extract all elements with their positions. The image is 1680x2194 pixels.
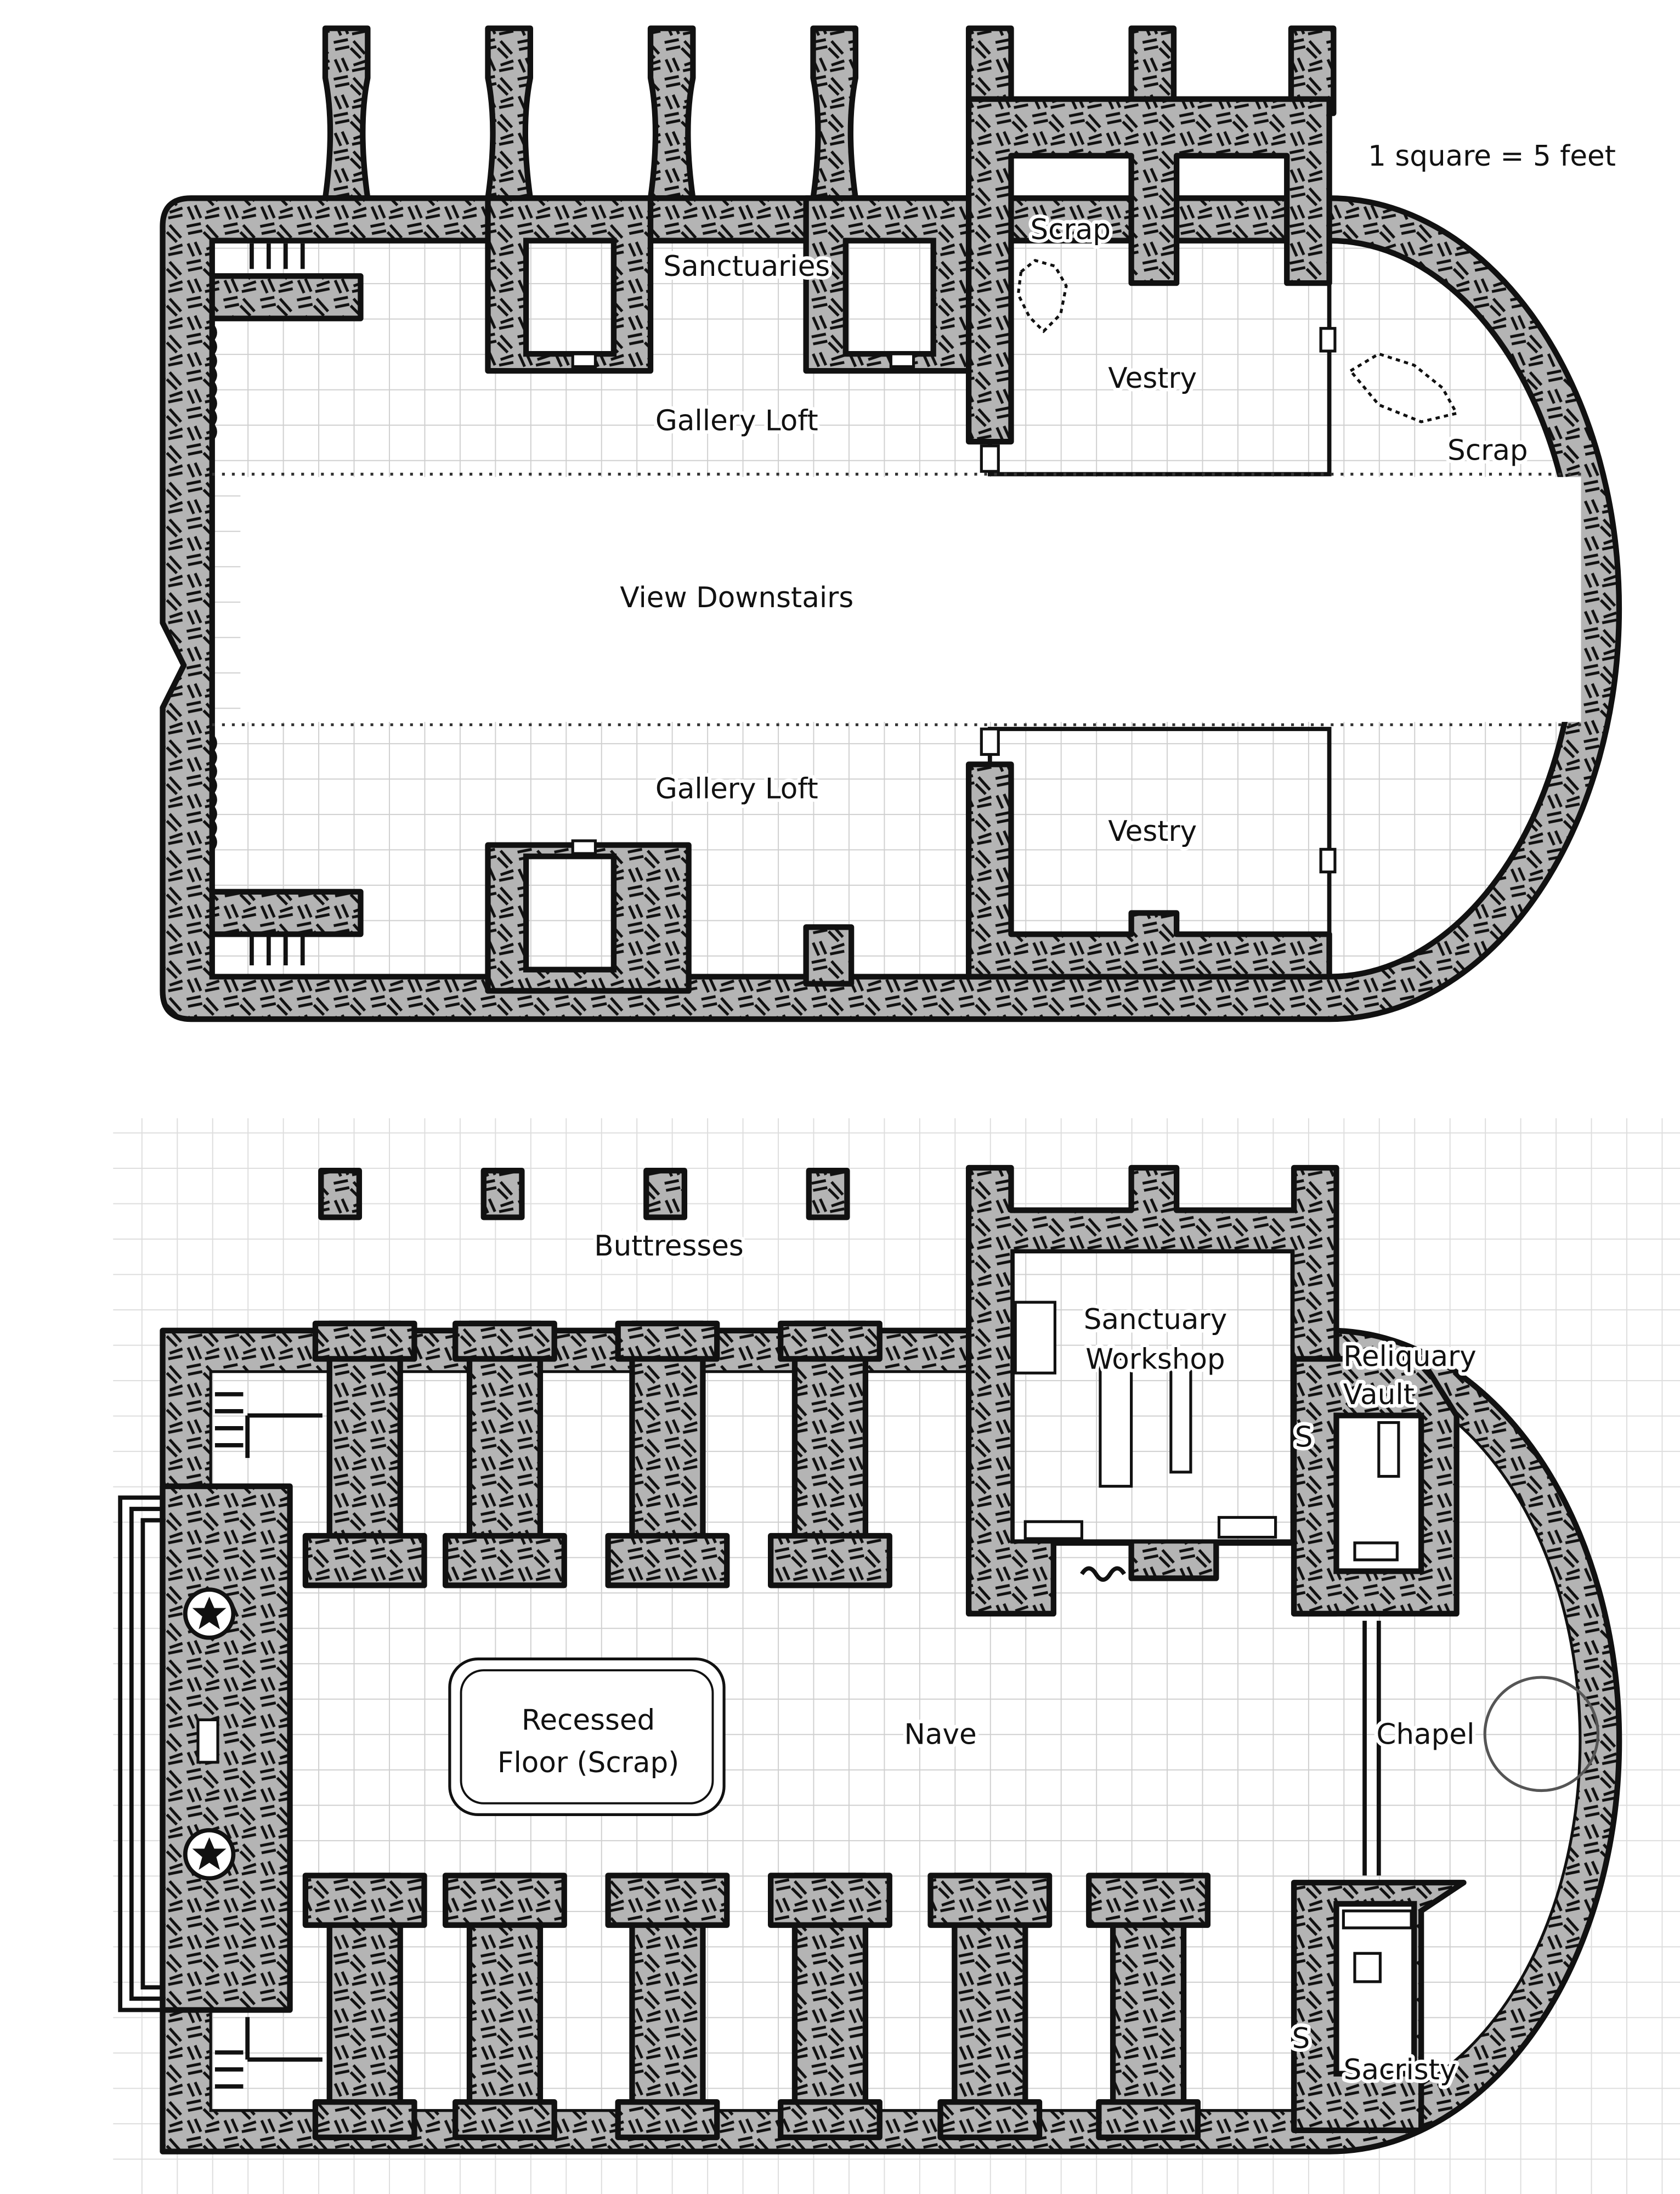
door[interactable] xyxy=(980,444,1000,473)
label-sanctuary-workshop: Workshop xyxy=(1085,1343,1225,1376)
label-sanctuary-workshop: Sanctuary xyxy=(1084,1303,1228,1336)
label-nave: Nave xyxy=(904,1718,976,1751)
label-reliquary-vault: Vault xyxy=(1343,1378,1415,1411)
open-view-area xyxy=(240,477,1581,722)
star-icon xyxy=(183,1828,236,1881)
reliquary-chest xyxy=(1353,1541,1399,1562)
piers xyxy=(302,1320,1211,2140)
label-recessed-floor: Recessed xyxy=(522,1704,655,1737)
buttress xyxy=(806,1168,850,1220)
scrap-pile-icon xyxy=(1348,352,1459,423)
door[interactable] xyxy=(980,727,1000,756)
buttress xyxy=(480,1168,525,1220)
label-reliquary-vault: Reliquary xyxy=(1343,1340,1477,1373)
label-vestry: Vestry xyxy=(1108,362,1197,395)
door[interactable] xyxy=(1319,847,1337,874)
upper-left-wall-stub-top xyxy=(209,273,364,321)
secret-door-marker[interactable]: S xyxy=(1288,2019,1314,2059)
buttresses xyxy=(318,1168,850,1220)
door[interactable] xyxy=(571,352,597,368)
stairs-icon xyxy=(214,1392,244,2089)
label-scrap: Scrap xyxy=(1447,434,1528,467)
pier xyxy=(443,1320,567,1588)
pier xyxy=(302,1320,427,1588)
left-wall-curtain xyxy=(209,324,217,851)
buttress xyxy=(318,1168,363,1220)
door[interactable] xyxy=(889,352,915,368)
star-icon xyxy=(183,1587,236,1640)
label-buttresses: Buttresses xyxy=(594,1230,744,1263)
secret-door-marker[interactable]: S xyxy=(1291,1417,1316,1457)
corner-wall-bottom xyxy=(245,2017,323,2062)
scale-note: 1 square = 5 feet xyxy=(1368,140,1616,173)
pier xyxy=(768,1873,892,2140)
label-sacristy: Sacristy xyxy=(1344,2054,1457,2086)
sacristy-cabinet xyxy=(1353,1952,1382,1983)
label-sanctuaries: Sanctuaries xyxy=(663,250,830,283)
west-wall xyxy=(160,1483,293,2013)
ground-floor-plan: Buttresses Sanctuary Workshop Reliquary … xyxy=(113,1118,1680,2194)
pier xyxy=(605,1873,730,2140)
pier xyxy=(605,1320,730,1588)
door[interactable] xyxy=(1319,327,1337,353)
upper-floor-plan: 1 square = 5 feet Sanctuaries Scrap Vest… xyxy=(160,25,1622,1022)
pier xyxy=(443,1873,567,2140)
chapel-screen xyxy=(1362,1620,1381,1876)
buttress xyxy=(643,1168,688,1220)
workbench xyxy=(1217,1516,1277,1539)
stairs-icon xyxy=(250,243,305,965)
pier xyxy=(302,1873,427,2140)
sanctuary-room-3-floor xyxy=(523,853,617,972)
upper-tower xyxy=(485,25,534,201)
anvil-icon xyxy=(1014,1300,1056,1375)
pier xyxy=(927,1873,1053,2140)
label-scrap: Scrap xyxy=(1030,213,1111,246)
corner-wall-top xyxy=(245,1413,323,1458)
label-chapel: Chapel xyxy=(1376,1718,1474,1751)
label-gallery-loft: Gallery Loft xyxy=(655,772,818,805)
recessed-floor xyxy=(448,1657,726,1816)
pier xyxy=(768,1320,892,1588)
workbench xyxy=(1169,1357,1192,1474)
secret-passage xyxy=(1080,1566,1127,1582)
door[interactable] xyxy=(571,839,597,855)
sanctuary-workshop-floor xyxy=(1010,1249,1295,1544)
upper-tower xyxy=(647,25,696,201)
label-recessed-floor: Floor (Scrap) xyxy=(497,1746,679,1779)
recessed-floor-inner xyxy=(460,1669,714,1805)
sacristy-cabinet xyxy=(1342,1909,1413,1930)
upper-tower xyxy=(322,25,371,201)
workbench xyxy=(1023,1520,1083,1540)
pier xyxy=(1086,1873,1211,2140)
west-door[interactable] xyxy=(196,1718,219,1764)
wall-stub xyxy=(803,924,855,987)
upper-tower xyxy=(810,25,859,201)
reliquary-chest xyxy=(1377,1421,1400,1478)
portico xyxy=(118,1495,163,2012)
label-vestry: Vestry xyxy=(1108,815,1197,848)
chapel-altar xyxy=(1483,1676,1600,1792)
upper-left-wall-stub-bottom xyxy=(209,889,364,937)
label-view-downstairs: View Downstairs xyxy=(620,581,853,614)
workbench xyxy=(1099,1357,1133,1488)
sanctuary-room-2-floor xyxy=(842,238,936,357)
sacristy-floor xyxy=(1333,1901,1417,2077)
vestry-bottom-walls xyxy=(965,761,1332,980)
sanctuary-room-1-floor xyxy=(523,238,617,357)
label-gallery-loft: Gallery Loft xyxy=(655,404,818,437)
